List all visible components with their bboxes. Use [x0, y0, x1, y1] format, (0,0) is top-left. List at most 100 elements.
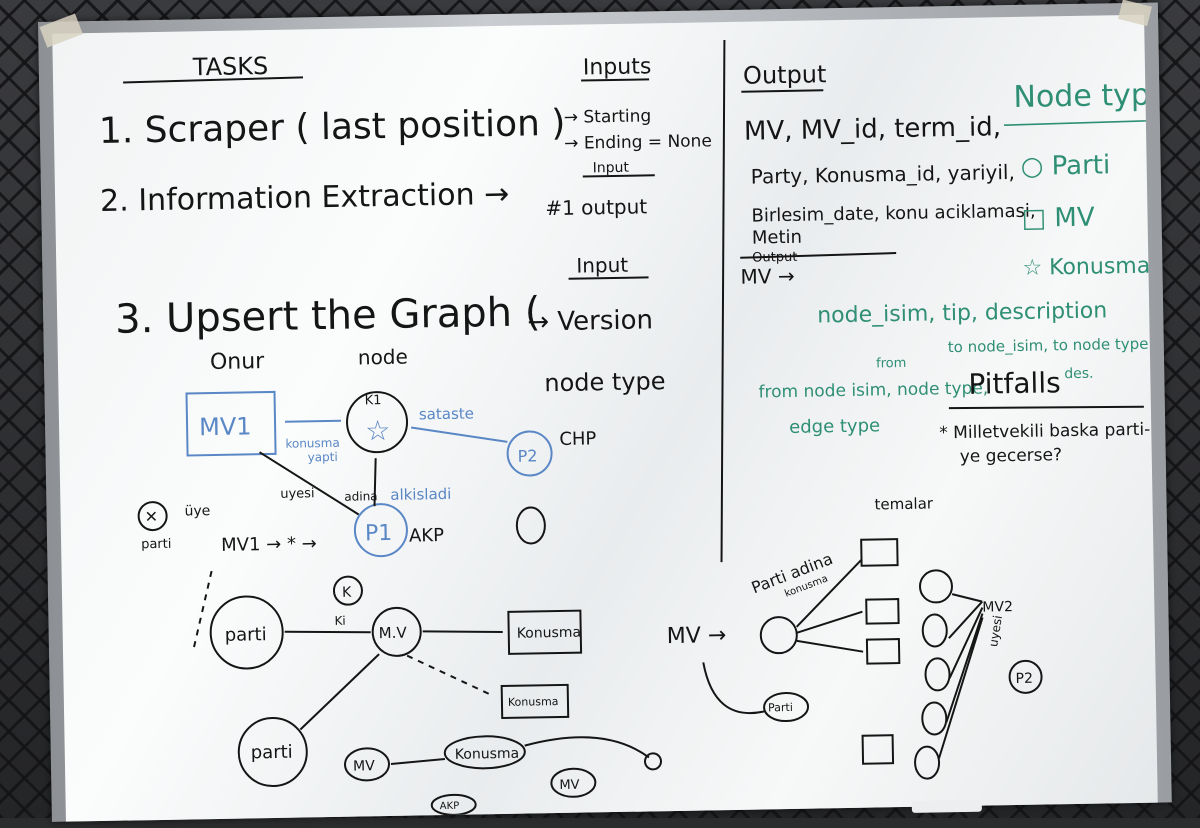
chain-node-4 — [914, 745, 941, 780]
chain-node-1 — [921, 613, 948, 648]
pitfall-1: * Milletvekili baska parti- — [939, 420, 1150, 444]
output-mv: MV → — [740, 264, 794, 289]
output-underline — [741, 89, 824, 93]
inputs-underline — [581, 78, 650, 82]
inputs-heading: Inputs — [583, 54, 652, 80]
x-parti-node — [137, 501, 168, 532]
dashed-edge — [192, 570, 213, 652]
tema-box-3 — [865, 638, 901, 665]
task-3: 3. Upsert the Graph ( — [115, 289, 541, 342]
chain-to-mv2-edges — [938, 593, 984, 759]
node-types-heading: Node types — [1013, 77, 1158, 115]
input-3-heading: Input — [576, 253, 628, 278]
parti-node-1 — [209, 595, 284, 670]
tema-box-2 — [865, 598, 900, 625]
input-3-underline — [568, 276, 649, 280]
p1-node — [353, 503, 408, 558]
mv-small-edge — [390, 758, 446, 765]
tema-box-1 — [860, 538, 899, 567]
parti2-to-mv-edge — [299, 653, 380, 731]
task-2: 2. Information Extraction → — [100, 177, 510, 219]
uye-label: üye — [184, 503, 210, 519]
mv1-label: MV1 — [199, 412, 252, 441]
k1-label: K1 — [365, 393, 382, 408]
right-parti-label: Parti — [768, 701, 793, 714]
right-parti-node — [763, 692, 810, 723]
graph-node: node — [358, 345, 408, 370]
schema-from: from — [876, 356, 907, 372]
schema-edge: edge type — [789, 415, 880, 438]
pitfall-2: ye gecerse? — [960, 445, 1063, 467]
input-ending: → Ending = None — [564, 131, 712, 154]
temalar-label: temalar — [874, 494, 934, 513]
output-line-3: Birlesim_date, konu aciklamasi, — [751, 201, 1035, 227]
marker-tray — [911, 799, 982, 813]
mv-oval-label: MV — [559, 778, 579, 793]
center-to-boxes-edges — [795, 559, 864, 653]
output-line-1: MV, MV_id, term_id, — [744, 112, 1001, 146]
pitfalls-heading: Pitfalls — [968, 366, 1061, 401]
node-type-mv: □ MV — [1021, 203, 1095, 234]
edge-uyesi: uyesi — [280, 486, 315, 502]
p2-node — [506, 430, 553, 477]
input-starting: → Starting — [564, 106, 652, 128]
konusma-oval-label: Konusma — [455, 746, 520, 763]
output-line-4: Metin — [752, 227, 802, 249]
k-label: K — [342, 585, 352, 601]
mv-oval — [550, 767, 597, 798]
konusma-label-2: Konusma — [508, 695, 559, 709]
tasks-underline — [123, 76, 304, 84]
chain-node-2 — [924, 657, 951, 692]
mv-small-label: MV — [353, 758, 375, 774]
mv-to-konusma2-edge — [406, 654, 495, 698]
chp-label: CHP — [559, 428, 596, 450]
schema-node: node_isim, tip, description — [817, 298, 1107, 328]
task-1: 1. Scraper ( last position ) — [99, 103, 566, 152]
schema-fromnode: from node isim, node type, — [758, 378, 988, 402]
right-p2-label: P2 — [1015, 671, 1033, 687]
hatched-node — [918, 569, 953, 604]
konusma-label-1: Konusma — [517, 625, 582, 642]
edge-alkisladi: alkisladi — [390, 485, 451, 504]
column-divider — [720, 40, 726, 563]
mv-to-konusma-edge — [422, 630, 503, 633]
p1-to-k1-edge — [373, 458, 377, 507]
tema-box-4 — [861, 734, 895, 765]
board-ink: TASKS 1. Scraper ( last position ) 2. In… — [99, 40, 1158, 816]
x-mark: ✕ — [144, 507, 158, 526]
akp-small-label: AKP — [440, 801, 460, 812]
mv-arrow-chain: MV1 → * → — [221, 533, 317, 556]
edge-adina: adina — [344, 489, 378, 504]
output-strike — [740, 252, 897, 259]
pitfalls-underline — [948, 405, 1144, 410]
edge-konusma: konusma — [285, 436, 340, 451]
konusma-oval — [443, 735, 526, 770]
output-heading: Output — [743, 60, 827, 89]
k1-to-p2-edge — [410, 426, 508, 443]
empty-node — [515, 506, 546, 545]
node-types-underline — [1003, 119, 1158, 126]
p2-label: P2 — [517, 446, 537, 465]
tiny-node — [643, 752, 662, 771]
p1-to-mv1-edge — [259, 451, 360, 516]
whiteboard-frame: TASKS 1. Scraper ( last position ) 2. In… — [38, 0, 1172, 822]
x-parti-label: parti — [141, 537, 172, 553]
mv1-to-k1-edge — [284, 419, 342, 423]
right-uyesi-label: uyesi — [986, 614, 1005, 647]
mv-node — [371, 606, 422, 657]
output-line-2: Party, Konusma_id, yariyil, — [751, 160, 1015, 189]
input-2-heading: Input — [592, 160, 629, 177]
chain-node-3 — [921, 701, 948, 736]
input-2-value: #1 output — [545, 194, 647, 220]
parti-label-2: parti — [251, 742, 293, 764]
node-type-parti: ○ Parti — [1020, 150, 1110, 182]
parti-label-1: parti — [225, 624, 267, 646]
schema-des: des. — [1064, 366, 1094, 383]
input-node-type: node type — [544, 367, 666, 397]
whiteboard: TASKS 1. Scraper ( last position ) 2. In… — [39, 0, 1158, 822]
parti1-to-mv-edge — [284, 630, 371, 634]
mv-to-parti-curve — [702, 662, 765, 715]
mv-small-node — [344, 747, 391, 782]
graph-onur: Onur — [210, 349, 266, 375]
edge-sataste: sataste — [419, 404, 474, 423]
